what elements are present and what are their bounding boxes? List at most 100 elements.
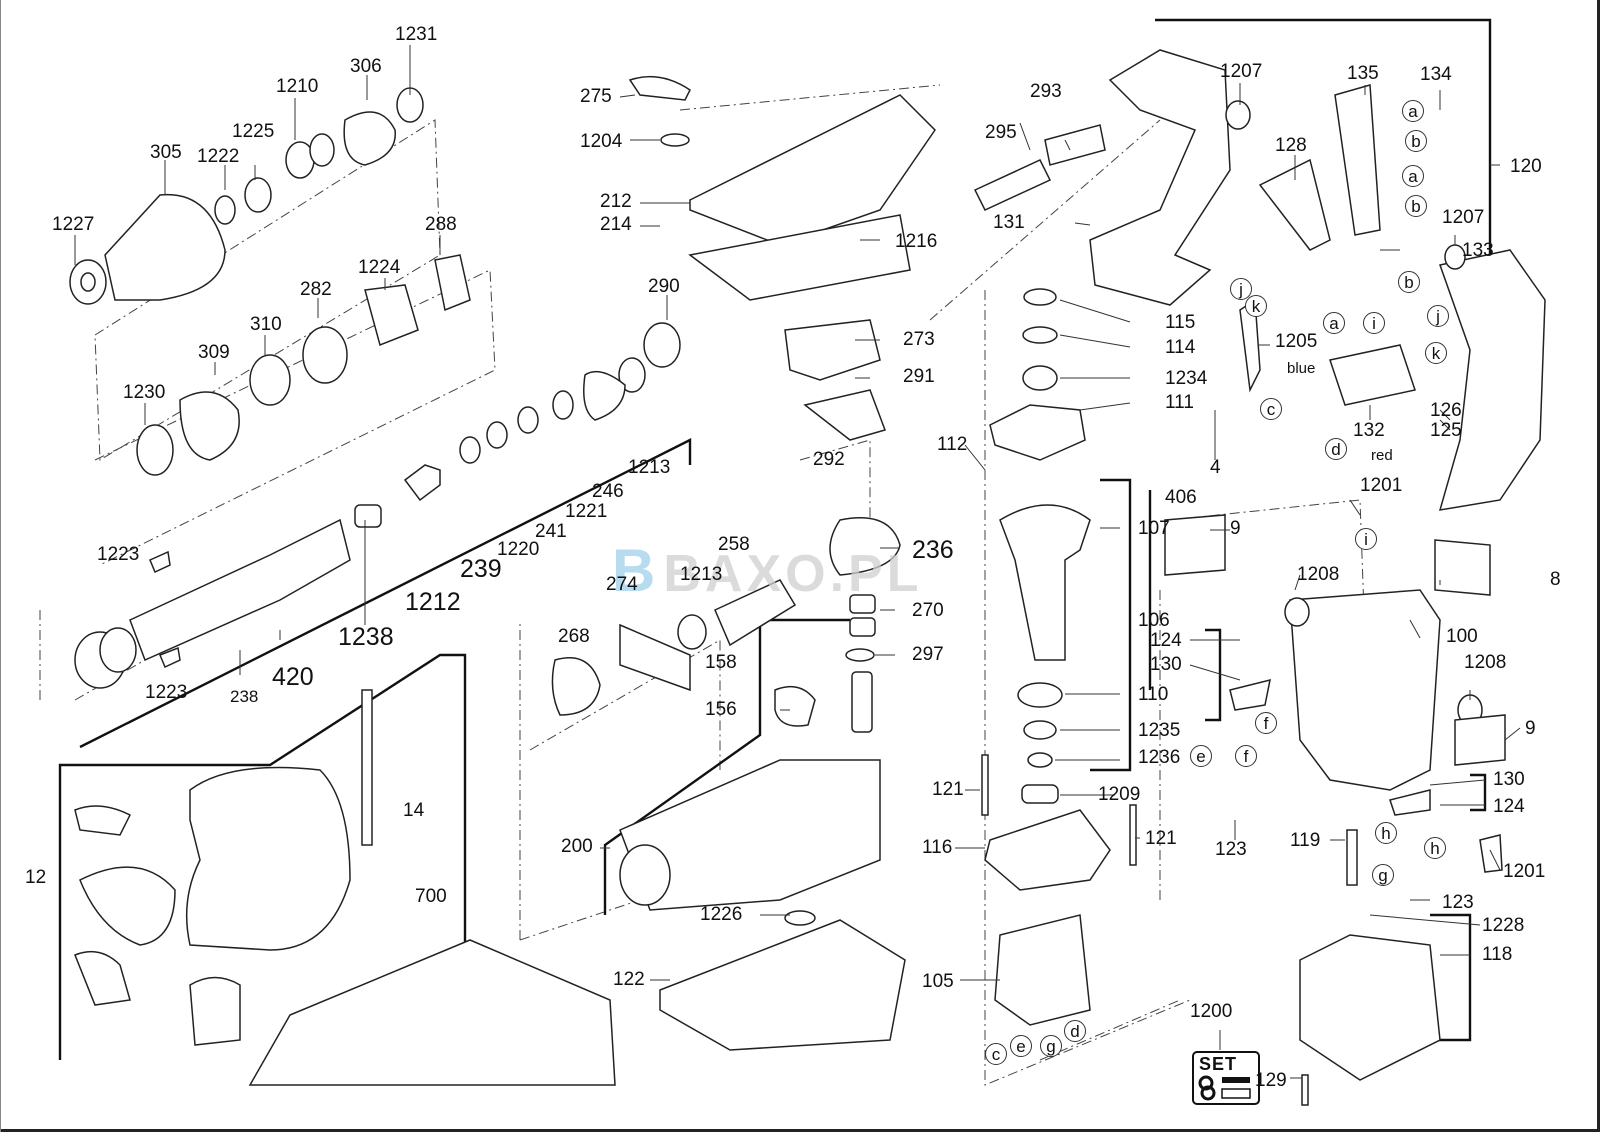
part-label-292[interactable]: 292 xyxy=(813,449,845,470)
part-label-273[interactable]: 273 xyxy=(903,329,935,350)
part-label-297[interactable]: 297 xyxy=(912,644,944,665)
part-label-130a[interactable]: 130 xyxy=(1150,654,1182,675)
part-label-12[interactable]: 12 xyxy=(25,867,47,888)
part-label-1225[interactable]: 1225 xyxy=(232,121,275,142)
part-label-135[interactable]: 135 xyxy=(1347,63,1379,84)
part-label-275[interactable]: 275 xyxy=(580,86,612,107)
part-label-133[interactable]: 133 xyxy=(1462,240,1494,261)
part-label-119[interactable]: 119 xyxy=(1290,830,1321,851)
part-label-214[interactable]: 214 xyxy=(600,214,632,235)
part-label-309[interactable]: 309 xyxy=(198,342,230,363)
part-label-1207a[interactable]: 1207 xyxy=(1220,61,1263,82)
part-label-107[interactable]: 107 xyxy=(1138,518,1170,539)
part-label-1213b[interactable]: 1213 xyxy=(680,564,723,585)
part-label-1212[interactable]: 1212 xyxy=(405,588,461,616)
part-label-310[interactable]: 310 xyxy=(250,314,282,335)
part-label-238[interactable]: 238 xyxy=(230,687,259,706)
part-label-1210[interactable]: 1210 xyxy=(276,76,319,97)
part-label-14[interactable]: 14 xyxy=(403,800,425,821)
part-label-4[interactable]: 4 xyxy=(1210,457,1221,478)
part-label-268[interactable]: 268 xyxy=(558,626,590,647)
part-label-1200[interactable]: 1200 xyxy=(1190,1001,1233,1022)
part-label-1216[interactable]: 1216 xyxy=(895,231,938,252)
part-label-1208b[interactable]: 1208 xyxy=(1464,652,1507,673)
part-label-124a[interactable]: 124 xyxy=(1150,630,1182,651)
part-label-1226[interactable]: 1226 xyxy=(700,904,743,925)
part-label-1228[interactable]: 1228 xyxy=(1482,915,1525,936)
part-label-236[interactable]: 236 xyxy=(912,536,954,564)
part-label-1227[interactable]: 1227 xyxy=(52,214,95,235)
part-label-116[interactable]: 116 xyxy=(922,837,953,858)
part-label-1234[interactable]: 1234 xyxy=(1165,368,1208,389)
part-label-114[interactable]: 114 xyxy=(1165,337,1196,358)
part-label-118[interactable]: 118 xyxy=(1482,944,1513,965)
part-label-129[interactable]: 129 xyxy=(1255,1070,1287,1091)
part-label-110[interactable]: 110 xyxy=(1138,684,1169,705)
part-label-1201a[interactable]: 1201 xyxy=(1360,475,1403,496)
part-label-295[interactable]: 295 xyxy=(985,122,1017,143)
part-label-420[interactable]: 420 xyxy=(272,663,314,691)
part-label-406[interactable]: 406 xyxy=(1165,487,1197,508)
part-label-122[interactable]: 122 xyxy=(613,969,645,990)
part-label-8[interactable]: 8 xyxy=(1550,569,1561,590)
part-label-1231[interactable]: 1231 xyxy=(395,24,438,45)
part-label-9a[interactable]: 9 xyxy=(1230,518,1241,539)
part-label-1213a[interactable]: 1213 xyxy=(628,457,671,478)
part-label-1223b[interactable]: 1223 xyxy=(145,682,188,703)
part-label-1204[interactable]: 1204 xyxy=(580,131,623,152)
part-label-128[interactable]: 128 xyxy=(1275,135,1307,156)
part-label-1235[interactable]: 1235 xyxy=(1138,720,1181,741)
part-label-1236[interactable]: 1236 xyxy=(1138,747,1181,768)
part-label-241[interactable]: 241 xyxy=(535,521,567,542)
part-label-1208a[interactable]: 1208 xyxy=(1297,564,1340,585)
part-label-105[interactable]: 105 xyxy=(922,971,954,992)
part-label-134[interactable]: 134 xyxy=(1420,64,1452,85)
part-label-293[interactable]: 293 xyxy=(1030,81,1062,102)
part-label-305[interactable]: 305 xyxy=(150,142,182,163)
part-label-158[interactable]: 158 xyxy=(705,652,737,673)
part-label-282[interactable]: 282 xyxy=(300,279,332,300)
part-label-9b[interactable]: 9 xyxy=(1525,718,1536,739)
part-label-100[interactable]: 100 xyxy=(1446,626,1478,647)
part-label-1223a[interactable]: 1223 xyxy=(97,544,140,565)
part-label-291[interactable]: 291 xyxy=(903,366,935,387)
part-label-306[interactable]: 306 xyxy=(350,56,382,77)
part-label-258[interactable]: 258 xyxy=(718,534,750,555)
part-label-126[interactable]: 126 xyxy=(1430,400,1462,421)
part-label-1224[interactable]: 1224 xyxy=(358,257,401,278)
part-label-1220[interactable]: 1220 xyxy=(497,539,540,560)
part-label-131[interactable]: 131 xyxy=(993,212,1025,233)
part-label-106[interactable]: 106 xyxy=(1138,610,1170,631)
part-label-132[interactable]: 132 xyxy=(1353,420,1385,441)
part-label-112[interactable]: 112 xyxy=(937,434,968,455)
part-label-1230[interactable]: 1230 xyxy=(123,382,166,403)
part-label-1222[interactable]: 1222 xyxy=(197,146,240,167)
part-label-290[interactable]: 290 xyxy=(648,276,680,297)
part-label-288[interactable]: 288 xyxy=(425,214,457,235)
part-label-1209[interactable]: 1209 xyxy=(1098,784,1141,805)
part-label-270[interactable]: 270 xyxy=(912,600,944,621)
part-label-1205[interactable]: 1205 xyxy=(1275,331,1318,352)
part-sketches xyxy=(69,49,1546,1106)
part-label-120[interactable]: 120 xyxy=(1510,156,1542,177)
part-label-130b[interactable]: 130 xyxy=(1493,769,1525,790)
part-label-239[interactable]: 239 xyxy=(460,555,502,583)
part-label-1207b[interactable]: 1207 xyxy=(1442,207,1485,228)
part-label-125[interactable]: 125 xyxy=(1430,420,1462,441)
part-label-156[interactable]: 156 xyxy=(705,699,737,720)
part-label-200[interactable]: 200 xyxy=(561,836,593,857)
part-label-111[interactable]: 111 xyxy=(1165,392,1194,413)
part-label-123b[interactable]: 123 xyxy=(1442,892,1474,913)
part-label-121b[interactable]: 121 xyxy=(1145,828,1177,849)
part-label-212[interactable]: 212 xyxy=(600,191,632,212)
part-label-124b[interactable]: 124 xyxy=(1493,796,1525,817)
part-label-1221[interactable]: 1221 xyxy=(565,501,608,522)
part-label-700[interactable]: 700 xyxy=(415,886,447,907)
part-label-115[interactable]: 115 xyxy=(1165,312,1196,333)
part-label-123a[interactable]: 123 xyxy=(1215,839,1247,860)
part-label-1201b[interactable]: 1201 xyxy=(1503,861,1546,882)
part-label-1238[interactable]: 1238 xyxy=(338,623,394,651)
part-label-274[interactable]: 274 xyxy=(606,574,638,595)
part-label-121a[interactable]: 121 xyxy=(932,779,964,800)
part-label-246[interactable]: 246 xyxy=(592,481,624,502)
